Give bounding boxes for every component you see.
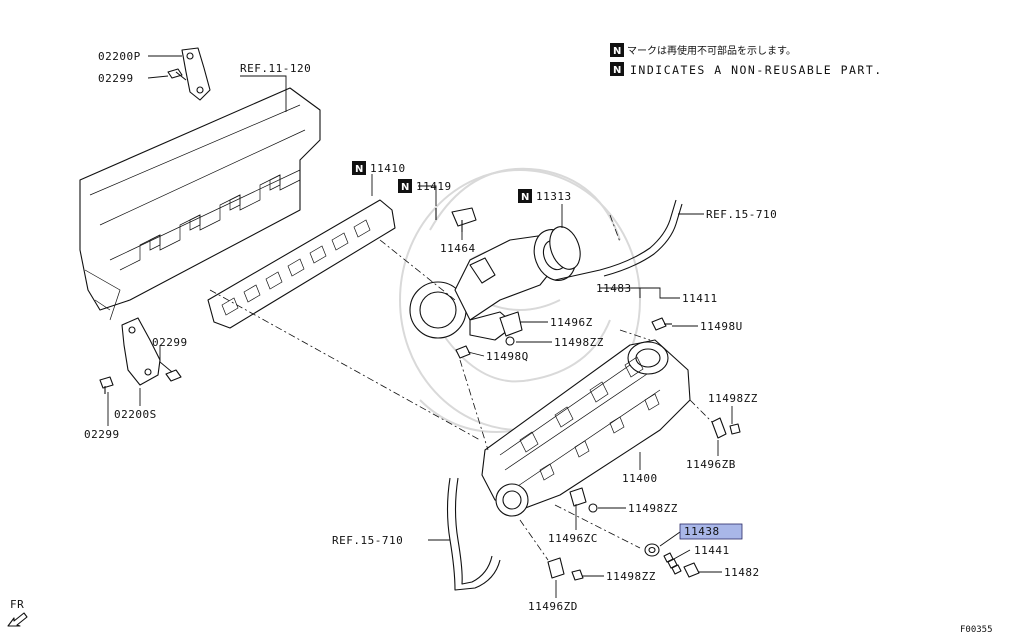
note-japanese: マークは再使用不可部品を示します。 <box>627 44 796 57</box>
gasket-11313-part <box>549 226 581 270</box>
label-11496ZD: 11496ZD <box>528 600 578 613</box>
badge-letter: N <box>613 46 621 57</box>
label-11482: 11482 <box>724 566 760 579</box>
bolt-11498ZZ-c-part <box>588 503 598 513</box>
label-11498ZZ-d: 11498ZZ <box>606 570 656 583</box>
oring-11438-part <box>644 543 660 557</box>
bolt-02299-low-part <box>99 376 114 394</box>
note-english: INDICATES A NON-REUSABLE PART. <box>630 63 883 77</box>
pipe-11483-part <box>554 269 601 281</box>
label-11498ZZ-a: 11498ZZ <box>554 336 604 349</box>
label-11464: 11464 <box>440 242 476 255</box>
legend-note: N マークは再使用不可部品を示します。 N INDICATES A NON-RE… <box>610 43 883 77</box>
plug-11482-part <box>683 562 700 578</box>
alignment-line <box>609 214 621 243</box>
non-reusable-badge-icon <box>398 179 412 193</box>
bolt-11498ZZ-d-part <box>571 569 584 581</box>
label-11410: 11410 <box>370 162 406 175</box>
bolt-11498ZZ-a-part <box>505 336 515 346</box>
bracket-11496ZD-part <box>547 557 565 579</box>
alignment-line <box>689 399 713 423</box>
label-11411: 11411 <box>682 292 718 305</box>
label-02200P: 02200P <box>98 50 141 63</box>
figure-code: F00355 <box>960 625 993 635</box>
non-reusable-badge-icon <box>352 161 366 175</box>
non-reusable-badge-icon <box>610 43 624 57</box>
label-ref-15-710-low: REF.15-710 <box>332 534 403 547</box>
badge-letter: N <box>355 164 363 175</box>
label-11496ZB: 11496ZB <box>686 458 736 471</box>
label-11498ZZ-c: 11498ZZ <box>628 502 678 515</box>
hose-ref-low-part <box>446 477 501 591</box>
badge-letter: N <box>613 65 621 76</box>
alignment-line <box>209 289 481 441</box>
highlight-11438[interactable] <box>679 523 743 540</box>
label-11498ZZ-b: 11498ZZ <box>708 392 758 405</box>
leader-lines <box>107 55 733 598</box>
alignment-line <box>619 329 651 341</box>
bracket-02200P-part <box>181 47 211 101</box>
label-11419: 11419 <box>416 180 452 193</box>
non-reusable-badge-icon <box>518 189 532 203</box>
bracket-11496ZC-part <box>569 487 587 507</box>
label-11313: 11313 <box>536 190 572 203</box>
intake-manifold-11400-part <box>481 339 691 517</box>
label-02299-top: 02299 <box>98 72 134 85</box>
bracket-02200S-part <box>121 317 161 386</box>
label-11498U: 11498U <box>700 320 743 333</box>
fr-label: FR <box>10 598 24 611</box>
bracket-11496Z-part <box>499 311 523 337</box>
bolt-11498Q-part <box>455 345 471 359</box>
alignment-line <box>459 359 489 451</box>
label-11438[interactable]: 11438 <box>684 525 720 538</box>
front-direction-indicator: FR <box>7 598 28 627</box>
alignment-line <box>519 519 549 561</box>
badge-letter: N <box>521 192 529 203</box>
bolt-11498ZZ-b-part <box>729 423 741 435</box>
label-11400: 11400 <box>622 472 658 485</box>
label-11441: 11441 <box>694 544 730 557</box>
label-02200S: 02200S <box>114 408 157 421</box>
intake-gasket-11410-part <box>207 199 396 329</box>
label-11496ZC: 11496ZC <box>548 532 598 545</box>
alignment-line <box>554 504 641 549</box>
alignment-line <box>379 239 456 301</box>
label-ref-15-710-top: REF.15-710 <box>706 208 777 221</box>
bolt-02299-top-part <box>167 68 187 81</box>
label-11498Q: 11498Q <box>486 350 529 363</box>
bolt-02299-mid-part <box>165 369 182 382</box>
label-02299-low: 02299 <box>84 428 120 441</box>
part-labels: 02200P 02299 REF.11-120 N 11410 N 11419 … <box>84 50 777 613</box>
label-ref-11-120: REF.11-120 <box>240 62 311 75</box>
non-reusable-badge-icon <box>610 62 624 76</box>
bolt-11498U-part <box>651 317 672 331</box>
label-11483: 11483 <box>596 282 632 295</box>
bracket-11496ZB-part <box>711 417 727 439</box>
front-arrow-icon <box>7 612 28 627</box>
sensor-11464-part <box>451 207 477 232</box>
cylinder-head-part <box>79 87 321 321</box>
badge-letter: N <box>401 182 409 193</box>
hose-ref-top-part <box>599 199 677 271</box>
label-11496Z: 11496Z <box>550 316 593 329</box>
label-02299-mid: 02299 <box>152 336 188 349</box>
